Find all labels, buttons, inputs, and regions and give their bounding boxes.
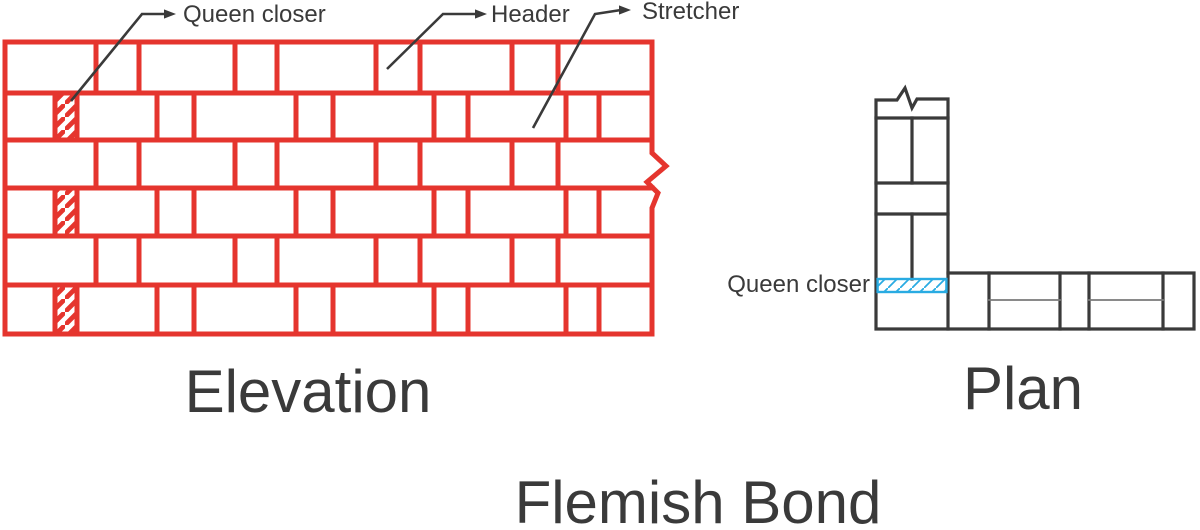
queen-closer-brick	[52, 90, 80, 143]
diagram-title: Flemish Bond	[515, 469, 882, 530]
queen-closer-brick	[52, 185, 80, 239]
callout-arrowhead	[619, 5, 631, 15]
elevation-wall	[2, 39, 670, 337]
callout-line	[531, 8, 622, 129]
queen-closer-plan-brick	[876, 277, 948, 294]
queen-closer-label-plan: Queen closer	[727, 271, 870, 298]
callout-line	[386, 12, 478, 70]
queen-closer-label-elevation: Queen closer	[183, 1, 326, 28]
plan-outline	[874, 84, 1196, 331]
plan-view	[874, 84, 1196, 331]
callout-line	[69, 12, 167, 102]
header-label: Header	[491, 1, 570, 28]
callout-arrowhead	[475, 9, 487, 19]
elevation-caption: Elevation	[185, 358, 432, 425]
plan-caption: Plan	[963, 355, 1083, 422]
wall-right-edge-break	[643, 42, 670, 334]
callout-arrowhead	[164, 9, 176, 19]
queen-closer-brick	[52, 282, 80, 337]
stretcher-label: Stretcher	[642, 0, 739, 25]
elevation-callout-arrows	[69, 5, 631, 129]
